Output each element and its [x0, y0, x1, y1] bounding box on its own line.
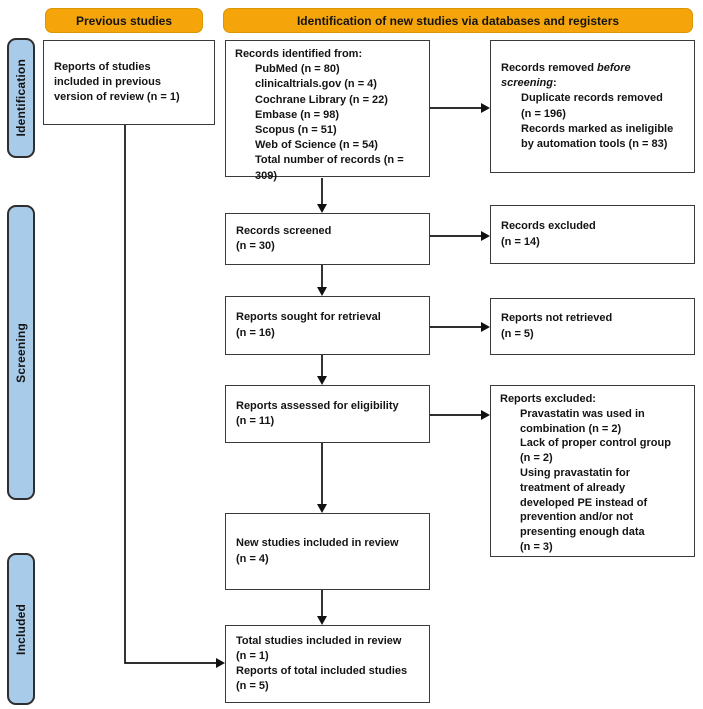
records-removed-suffix: :: [552, 77, 557, 90]
records-removed-italic: before screening: [501, 61, 631, 90]
box-reports-assessed: Reports assessed for eligibility (n = 11…: [225, 385, 430, 443]
box-previous-version-reports: Reports of studies included in previous …: [43, 40, 215, 125]
box-new-studies-included-text: New studies included in review (n = 4): [236, 537, 399, 565]
box-total-studies-included: Total studies included in review (n = 1)…: [225, 625, 430, 703]
box-records-excluded-text: Records excluded (n = 14): [501, 220, 596, 248]
box-total-studies-included-text: Total studies included in review (n = 1)…: [236, 634, 408, 693]
records-removed-prefix: Records removed: [501, 61, 597, 74]
header-new-studies-label: Identification of new studies via databa…: [296, 13, 620, 28]
box-reports-sought: Reports sought for retrieval (n = 16): [225, 296, 430, 355]
box-records-removed-items: Duplicate records removed (n = 196) Reco…: [521, 92, 674, 150]
band-included: Included: [7, 553, 35, 705]
band-screening-label: Screening: [14, 322, 28, 383]
header-previous-studies-label: Previous studies: [75, 13, 173, 28]
box-records-screened-text: Records screened (n = 30): [236, 224, 332, 252]
band-identification-label: Identification: [14, 59, 28, 137]
arrow-previous-to-total: [124, 125, 225, 668]
box-records-removed-title: Records removed before screening:: [501, 61, 686, 91]
box-reports-excluded: Reports excluded: Pravastatin was used i…: [490, 385, 695, 557]
header-new-studies: Identification of new studies via databa…: [223, 8, 693, 33]
box-reports-sought-text: Reports sought for retrieval (n = 16): [236, 311, 381, 339]
band-included-label: Included: [14, 603, 28, 655]
box-reports-assessed-text: Reports assessed for eligibility (n = 11…: [236, 399, 399, 427]
box-records-identified-title: Records identified from:: [235, 48, 363, 60]
box-records-excluded: Records excluded (n = 14): [490, 205, 695, 264]
band-screening: Screening: [7, 205, 35, 500]
box-records-screened: Records screened (n = 30): [225, 213, 430, 265]
box-reports-not-retrieved: Reports not retrieved (n = 5): [490, 298, 695, 355]
box-new-studies-included: New studies included in review (n = 4): [225, 513, 430, 590]
band-identification: Identification: [7, 38, 35, 158]
box-reports-excluded-items: Pravastatin was used in combination (n =…: [520, 407, 671, 553]
header-previous-studies: Previous studies: [45, 8, 203, 33]
box-reports-excluded-title: Reports excluded:: [500, 393, 596, 405]
box-records-identified: Records identified from: PubMed (n = 80)…: [225, 40, 430, 182]
box-reports-not-retrieved-text: Reports not retrieved (n = 5): [501, 312, 613, 340]
box-records-identified-items: PubMed (n = 80) clinicaltrials.gov (n = …: [255, 63, 404, 182]
box-previous-version-reports-text: Reports of studies included in previous …: [54, 60, 180, 104]
box-records-removed: Records removed before screening: Duplic…: [490, 40, 695, 173]
